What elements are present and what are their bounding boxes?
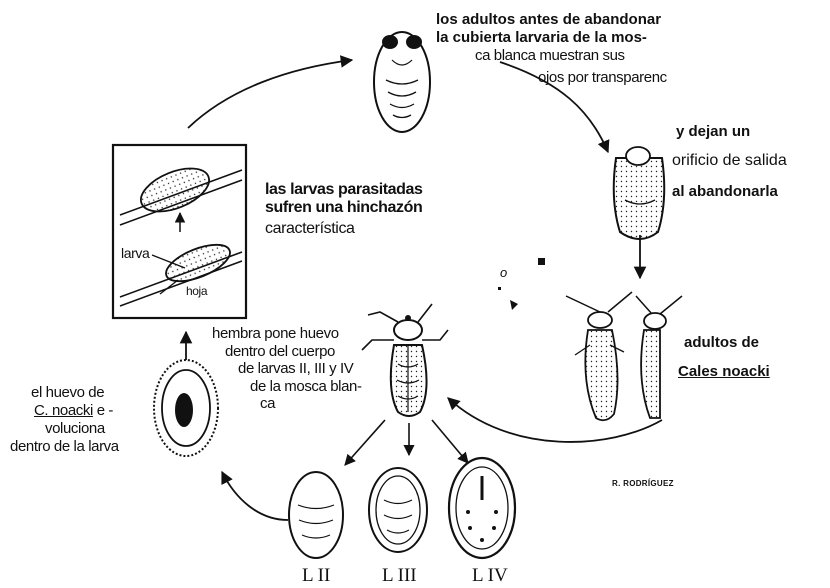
label-LIII: L III [382,566,417,587]
pupa-with-eyes [374,32,430,132]
cycle-arrow-to-egg-larva [222,472,288,520]
text-small-o: o [500,266,507,280]
text-exit-line3: al abandonarla [672,184,778,200]
text-adults-line2: Cales noacki [678,364,770,380]
text-swell-line3: característica [265,220,355,237]
text-egg-line1: el huevo de [31,385,104,401]
text-top-line4: ojos por transparenc [538,70,667,86]
larval-stage-LIV [449,458,515,558]
text-female-line2: dentro del cuerpo [225,344,335,360]
speck [538,258,545,265]
text-female-line5: ca [260,396,275,412]
text-top-line3: ca blanca muestran sus [475,48,625,64]
text-egg-line2-suffix: e - [93,402,113,419]
text-larva: larva [121,246,149,261]
text-female-line1: hembra pone huevo [212,326,339,342]
text-top-line1: los adultos antes de abandonar [436,12,661,28]
text-female-line4: de la mosca blan- [250,379,362,395]
cycle-arrow-back-to-female [448,398,662,442]
label-LIV: L IV [472,566,508,587]
artist-signature: R. RODRÍGUEZ [612,480,674,489]
text-egg-line2: C. noacki e - [34,403,113,419]
swollen-larva-box [113,145,246,318]
arrow-to-LIV [432,420,468,463]
label-LII: L II [302,566,330,587]
text-swell-line2: sufren una hinchazón [265,199,422,216]
text-exit-line1: y dejan un [676,124,750,140]
cycle-arrow-top [188,60,352,128]
text-swell-line1: las larvas parasitadas [265,181,423,198]
text-egg-line3: voluciona [45,421,105,437]
arrow-to-LII [345,420,385,465]
text-egg-line4: dentro de la larva [10,439,119,455]
speck [510,300,518,310]
pupa-with-exit-hole [614,147,665,239]
larval-stage-LIII [369,468,427,552]
text-female-line3: de larvas II, III y IV [238,361,353,377]
speck [498,287,501,290]
adult-wasps [566,292,682,420]
larval-stage-LII [289,472,343,558]
text-adults-line1: adultos de [684,335,759,351]
text-species-name: C. noacki [34,402,93,419]
text-exit-line2: orificio de salida [672,152,787,169]
text-top-line2: la cubierta larvaria de la mos- [436,30,647,46]
text-hoja: hoja [186,285,207,298]
larva-with-egg [154,360,218,456]
female-wasp [362,304,448,416]
